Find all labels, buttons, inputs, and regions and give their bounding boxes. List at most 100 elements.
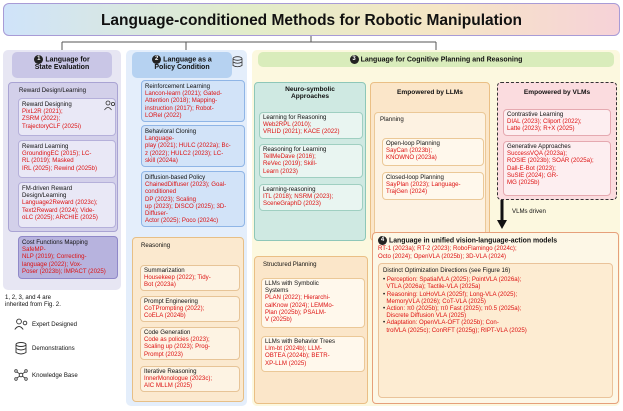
reasoning-for-learning-ref: TellMeDave (2016); — [263, 153, 316, 161]
summarization-ref: Housekeep (2022); Tidy- — [144, 274, 211, 282]
direction-reasoning: • Reasoning: LoHoVLA (2025f); Long-VLA (… — [383, 290, 518, 305]
vla-ref: Octo (2024); OpenVLA (2025b); 3D-VLA (20… — [378, 252, 507, 260]
prompt-engineering-title: Prompt Engineering — [144, 298, 198, 305]
symbolic-systems-ref: Plan (2025b); PSALM- — [265, 308, 326, 316]
learning-reasoning-box: Learning-reasoning ITL (2018); NSRM (202… — [259, 184, 363, 211]
legend-note: 1, 2, 3, and 4 are inherited from Fig. 2… — [5, 294, 61, 309]
closed-loop-ref: TrajGen (2024) — [386, 188, 428, 196]
number-badge: 4 — [378, 236, 387, 245]
open-loop-ref: SayCan (2023b); — [386, 147, 433, 155]
learning-for-reasoning-ref: Web2RPL (2010); — [263, 121, 312, 129]
number-badge: 2 — [152, 55, 162, 64]
reasoning-for-learning-box: Reasoning for Learning TellMeDave (2016)… — [259, 144, 363, 178]
closed-loop-ref: SayPlan (2023); Language- — [386, 181, 461, 189]
database-icon — [15, 342, 27, 355]
reward-learning-ref: RL (2019); Masked — [22, 157, 74, 165]
learning-reasoning-ref: SceneGraphD (2023) — [263, 200, 321, 208]
vla-ref: RT-1 (2023a); RT-2 (2023); RoboFlamingo … — [378, 245, 517, 253]
reward-designing-box: Reward Designing PixL2R (2021); ZSRM (20… — [18, 98, 116, 136]
behavior-trees-title: LLMs with Behavior Trees — [265, 338, 336, 345]
vlm-group-title: Empowered by VLMs — [523, 89, 591, 96]
direction-action: • Action: π0 (2025b); π0 Fast (2025); π0… — [383, 305, 522, 320]
expert-icon — [14, 318, 28, 330]
cost-functions-box: Cost Functions Mapping SafeMP- NLP (2019… — [18, 236, 118, 279]
behavioral-cloning-title: Behavioral Cloning — [145, 128, 197, 135]
contrastive-learning-ref: DIAL (2023); Cliport (2022); — [507, 118, 582, 126]
closed-loop-title: Closed-loop Planning — [386, 174, 444, 181]
contrastive-learning-box: Contrastive Learning DIAL (2023); Clipor… — [503, 109, 611, 136]
legend-kb-label: Knowledge Base — [32, 372, 78, 379]
planning-title: Planning — [380, 116, 404, 123]
direction-adaptation: • Adaptation: OpenVLA-OFT (2025b); Con- … — [383, 319, 527, 334]
generative-approaches-box: Generative Approaches SuccessVQA (2023a)… — [503, 141, 611, 196]
summarization-box: Summarization Housekeep (2022); Tidy- Bo… — [140, 265, 240, 291]
learning-reasoning-title: Learning-reasoning — [263, 186, 316, 193]
generative-ref: ROSIE (2023b); SOAR (2025a); — [507, 157, 594, 165]
rl-ref: LORel (2022) — [145, 111, 182, 119]
number-badge: 1 — [34, 55, 44, 64]
symbolic-systems-ref: PLAN (2022); Hierarchi- — [265, 294, 331, 302]
behavior-trees-ref: Llm-bt (2024b); LLM- — [265, 345, 322, 353]
prompt-engineering-ref: CoELA (2024b) — [144, 312, 186, 320]
diffusion-ref: ChainedDiffuser (2023); Goal- — [145, 181, 227, 189]
legend-demos-label: Demonstrations — [32, 345, 75, 352]
reward-learning-title: Reward Learning — [22, 143, 69, 150]
symbolic-systems-title-line2: Systems — [265, 287, 289, 295]
rl-ref: Lancon-learn (2021); Gated- — [145, 90, 222, 98]
generative-ref: MG (2025b) — [507, 179, 540, 187]
iterative-reasoning-title: Iterative Reasoning — [144, 368, 197, 375]
cost-functions-ref: language (2022); Vox- — [22, 260, 82, 268]
database-icon — [232, 56, 243, 68]
behavior-trees-box: LLMs with Behavior Trees Llm-bt (2024b);… — [261, 336, 365, 372]
fm-reward-ref: Language2Reward (2023c); — [22, 199, 98, 207]
prompt-engineering-box: Prompt Engineering CoTPrompting (2022); … — [140, 296, 240, 322]
symbolic-systems-box: LLMs with Symbolic Systems PLAN (2022); … — [261, 278, 365, 328]
optimization-directions-title: Distinct Optimization Directions (see Fi… — [383, 267, 511, 274]
learning-for-reasoning-box: Learning for Reasoning Web2RPL (2010); V… — [259, 112, 363, 139]
reasoning-title: Reasoning — [141, 242, 171, 249]
optimization-directions-box: Distinct Optimization Directions (see Fi… — [378, 263, 613, 398]
generative-approaches-title: Generative Approaches — [507, 143, 571, 150]
generative-ref: SuSIE (2024); GR- — [507, 171, 559, 179]
reward-learning-box: Reward Learning GroundingEC (2015); LC- … — [18, 140, 116, 178]
diffusion-policy-title: Diffusion-based Policy — [145, 174, 206, 181]
bc-ref: skill (2024a) — [145, 156, 178, 164]
code-generation-ref: Prompt (2023) — [144, 350, 183, 358]
behavioral-cloning-box: Behavioral Cloning Language- play (2021)… — [141, 125, 245, 167]
rl-ref: Attention (2018); Mapping- — [145, 97, 218, 105]
prompt-engineering-ref: CoTPrompting (2022); — [144, 305, 205, 313]
fm-reward-box: FM-driven Reward Design/Learning Languag… — [18, 182, 116, 228]
reward-designing-ref: PixL2R (2021); — [22, 108, 63, 116]
reward-learning-ref: GroundingEC (2015); LC- — [22, 150, 92, 158]
learning-for-reasoning-title: Learning for Reasoning — [263, 114, 327, 121]
iterative-reasoning-ref: InnerMonologue (2023c); — [144, 375, 213, 383]
code-generation-ref: Code as policies (2023); — [144, 336, 210, 344]
fm-reward-title-line2: Design/Learning — [22, 192, 67, 200]
open-loop-title: Open-loop Planning — [386, 140, 440, 147]
expert-icon — [104, 100, 116, 111]
summarization-title: Summarization — [144, 267, 185, 274]
symbolic-systems-ref: calKnow (2024); LEMMo- — [265, 301, 334, 309]
reward-designing-ref: ZSRM (2022); — [22, 115, 61, 123]
number-badge: 3 — [349, 55, 359, 64]
open-loop-box: Open-loop Planning SayCan (2023b); KNOWN… — [382, 138, 484, 166]
contrastive-learning-ref: Latte (2023); R+X (2025) — [507, 125, 575, 133]
fm-reward-title: FM-driven Reward — [22, 185, 73, 192]
learning-for-reasoning-ref: VRLID (2021); KACE (2022) — [263, 128, 340, 136]
diffusion-ref: DP (2023); Scaling — [145, 195, 197, 203]
symbolic-systems-title: LLMs with Symbolic — [265, 280, 319, 287]
direction-perception: • Perception: SpatialVLA (2025); PointVL… — [383, 276, 522, 291]
llm-group-title: Empowered by LLMs — [397, 89, 463, 96]
code-generation-box: Code Generation Code as policies (2023);… — [140, 327, 240, 360]
diffusion-ref: conditioned — [145, 188, 177, 196]
learning-reasoning-ref: ITL (2018); NSRM (2023); — [263, 193, 334, 201]
reinforcement-learning-title: Reinforcement Learning — [145, 83, 211, 90]
diffusion-ref: Actor (2025); Poco (2024c) — [145, 217, 219, 225]
reinforcement-learning-box: Reinforcement Learning Lancon-learn (202… — [141, 80, 245, 122]
